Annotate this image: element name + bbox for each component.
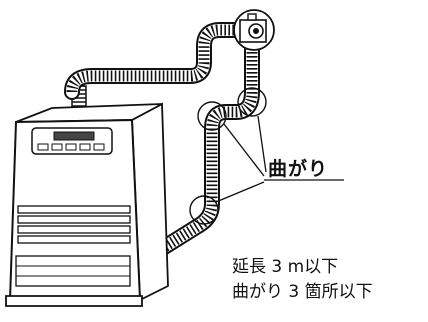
bend-marker-lower	[189, 195, 219, 225]
bend-marker-upper-right	[237, 87, 267, 117]
duct-pipe	[64, 22, 260, 264]
bend-marker-upper-left	[197, 101, 227, 131]
wall-fitting	[233, 9, 275, 51]
bend-callout-label: 曲がり	[268, 158, 329, 180]
extension-limit-note: 延長 3 m以下	[232, 257, 339, 277]
bend-limit-note: 曲がり 3 箇所以下	[232, 282, 373, 302]
bend-markers	[189, 87, 267, 225]
callout-leaders	[215, 115, 344, 203]
heater-unit	[5, 102, 169, 307]
